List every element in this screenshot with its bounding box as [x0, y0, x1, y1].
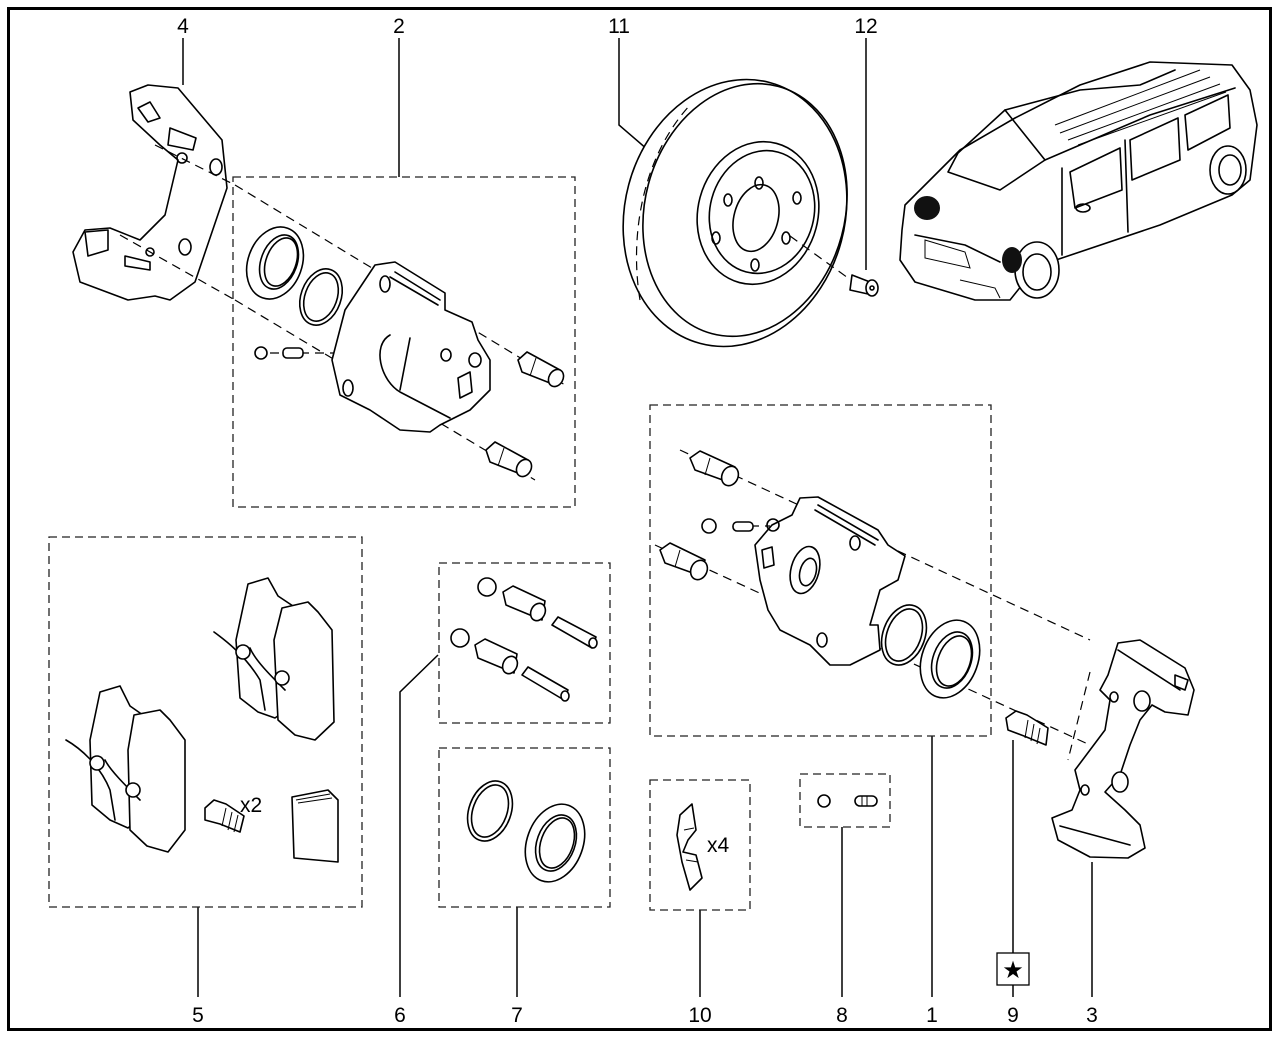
- callout-5[interactable]: 5: [192, 907, 204, 1027]
- callout-label-11: 11: [608, 15, 630, 38]
- guide-sleeve-upper: [517, 351, 565, 388]
- callout-4[interactable]: 4: [177, 15, 189, 85]
- leader-line-11: [618, 38, 649, 151]
- callout-8[interactable]: 8: [836, 827, 848, 1027]
- callout-9[interactable]: ★ 9: [996, 740, 1030, 1027]
- kit-box-8: [799, 773, 891, 828]
- kit-box-10: [649, 779, 751, 911]
- caliper-right-drawing[interactable]: [654, 449, 1091, 746]
- brake-location-marker-right: [1002, 247, 1022, 273]
- callout-10[interactable]: 10: [688, 910, 712, 1027]
- leader-line-6: [399, 654, 439, 997]
- brake-pad-kit-drawing[interactable]: x2: [65, 577, 339, 863]
- callout-label-10: 10: [688, 1004, 711, 1027]
- star-icon: ★: [1002, 956, 1024, 984]
- callout-3[interactable]: 3: [1086, 862, 1098, 1027]
- callout-label-4: 4: [177, 15, 189, 38]
- quantity-label-bolts: x2: [240, 794, 262, 817]
- vehicle-drawing: [899, 61, 1258, 301]
- brake-location-marker-left: [914, 196, 940, 220]
- bleeder-kit-drawing[interactable]: [817, 794, 878, 808]
- callout-6[interactable]: 6: [394, 654, 439, 1027]
- piston-seal-kit-drawing[interactable]: [460, 775, 595, 890]
- kit-box-6: [438, 562, 611, 724]
- kit-box-7: [438, 747, 611, 908]
- pad-clip-drawing[interactable]: x4: [676, 803, 730, 891]
- quantity-label-clips: x4: [707, 834, 730, 857]
- star-note-box: [996, 952, 1030, 986]
- callout-7[interactable]: 7: [511, 907, 523, 1027]
- kit-box-2: [232, 176, 576, 508]
- callout-label-3: 3: [1086, 1004, 1098, 1027]
- bracket-bolt-drawing[interactable]: [1005, 710, 1049, 746]
- guide-sleeve-lower: [485, 441, 533, 478]
- brake-disc-drawing[interactable]: [594, 54, 876, 372]
- callout-11[interactable]: 11: [608, 15, 649, 151]
- callout-2[interactable]: 2: [393, 15, 405, 177]
- callout-12[interactable]: 12: [854, 15, 878, 270]
- callout-label-9: 9: [1007, 1004, 1019, 1027]
- callout-label-5: 5: [192, 1004, 204, 1027]
- callout-1[interactable]: 1: [926, 736, 938, 1027]
- callout-label-2: 2: [393, 15, 405, 38]
- callout-label-12: 12: [854, 15, 877, 38]
- callout-label-1: 1: [926, 1004, 938, 1027]
- caliper-bracket-left-drawing[interactable]: [72, 84, 236, 301]
- callout-label-8: 8: [836, 1004, 848, 1027]
- caliper-bracket-right-drawing[interactable]: [1051, 639, 1195, 859]
- instruction-booklet-icon: [291, 789, 339, 863]
- kit-box-1: [649, 404, 992, 737]
- guide-pin-kit-drawing[interactable]: [450, 577, 598, 702]
- caliper-left-drawing[interactable]: [234, 184, 567, 481]
- kit-box-5: [48, 536, 363, 908]
- disc-screw-drawing[interactable]: [849, 274, 879, 297]
- callout-label-6: 6: [394, 1004, 406, 1027]
- callout-label-7: 7: [511, 1004, 523, 1027]
